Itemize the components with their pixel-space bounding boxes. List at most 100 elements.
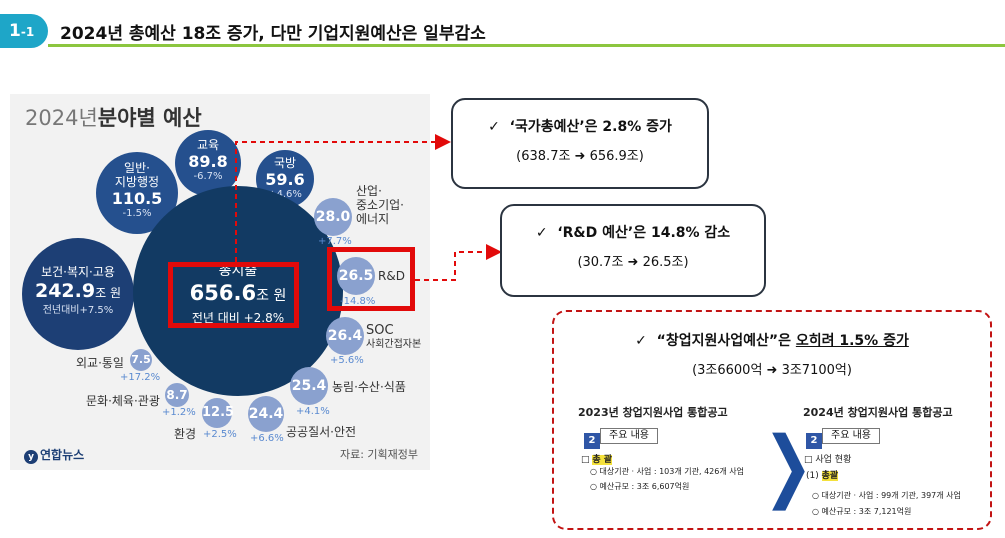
callout-rnd-term: ‘R&D 예산’	[557, 225, 634, 241]
callout-rnd-budget: ✓ ‘R&D 예산’은 14.8% 감소 (30.7조 ➜ 26.5조)	[500, 204, 766, 297]
callout-startup-budget: ✓ “창업지원사업예산”은 오히려 1.5% 증가 (3조6600억 ➜ 3조7…	[552, 310, 992, 530]
announcement-2024-title: 2024년 창업지원사업 통합공고	[803, 406, 953, 419]
bubble-change: -1.5%	[122, 208, 152, 219]
connector-rnd	[415, 244, 502, 281]
public-safety-change: +6.6%	[250, 433, 284, 444]
announcement-2023-line: ○ 대상기관 · 사업 : 103개 기관, 426개 사업	[590, 467, 744, 476]
total-unit: 조 원	[256, 288, 287, 304]
total-change: 전년 대비 +2.8%	[191, 311, 285, 325]
total-label: 총지출	[218, 263, 258, 279]
subsection-number: (1)	[806, 471, 822, 481]
bubble-value: 242.9	[34, 280, 96, 302]
rnd-label: R&D	[378, 269, 405, 283]
announcement-2023-title: 2023년 창업지원사업 통합공고	[578, 406, 728, 419]
section-heading: 사업 현황	[815, 455, 852, 465]
industry-label: 산업· 중소기업· 에너지	[356, 184, 404, 226]
agriculture-label: 농림·수산·식품	[332, 380, 406, 394]
industry-label-line: 산업·	[356, 184, 382, 198]
bubble-rnd: 26.5	[337, 257, 375, 295]
callout-startup-detail: (3조6600억 ➜ 3조7100억)	[692, 363, 852, 378]
callout-startup-change: 오히려 1.5% 증가	[795, 333, 909, 349]
industry-label-line: 중소기업·	[356, 198, 404, 212]
checkbox-glyph: □	[804, 455, 813, 465]
bubble-value: 59.6	[265, 170, 305, 189]
soc-label-line: SOC	[366, 323, 394, 338]
callout-national-term: ‘국가총예산’	[509, 119, 585, 135]
bubble-culture: 8.7	[165, 383, 189, 407]
environment-change: +2.5%	[203, 429, 237, 440]
bubble-change: -6.7%	[193, 171, 223, 182]
callout-rnd-change: 은 14.8% 감소	[633, 225, 731, 241]
public-safety-label: 공공질서·안전	[286, 425, 357, 439]
section-subnumber: -1	[20, 25, 35, 39]
bubble-public-safety: 24.4	[248, 396, 284, 432]
callout-national-detail: (638.7조 ➜ 656.9조)	[516, 149, 644, 164]
soc-label-line: 사회간접자본	[366, 339, 422, 350]
yonhap-logo-icon: y	[24, 450, 38, 464]
soc-change: +5.6%	[330, 355, 364, 366]
bubble-foreign-affairs: 7.5	[130, 349, 152, 371]
callout-startup-headline: ✓ “창업지원사업예산”은 오히려 1.5% 증가	[554, 330, 990, 350]
section-badge: 1-1	[0, 14, 48, 48]
rnd-change: -14.8%	[340, 296, 376, 307]
yonhap-logo-text: 연합뉴스	[40, 448, 85, 462]
industry-label-line: 에너지	[356, 212, 390, 226]
total-spending: 총지출 656.6조 원 전년 대비 +2.8%	[173, 260, 303, 326]
callout-national-budget: ✓ ‘국가총예산’은 2.8% 증가 (638.7조 ➜ 656.9조)	[451, 98, 709, 189]
total-highlight-box	[168, 262, 299, 328]
bubble-industry: 28.0	[314, 198, 352, 236]
callout-rnd-detail: (30.7조 ➜ 26.5조)	[577, 255, 689, 270]
industry-change: +7.7%	[318, 236, 352, 247]
chevron-right-icon: ❯	[763, 420, 814, 512]
bubble-education: 교육 89.8 -6.7%	[175, 130, 241, 196]
announcement-2024-line: ○ 대상기관 · 사업 : 99개 기관, 397개 사업	[812, 491, 961, 500]
check-icon: ✓	[535, 225, 548, 241]
bubble-value: 110.5	[111, 189, 163, 208]
section-number: 1	[9, 21, 21, 41]
bubble-label: 지방행정	[114, 175, 160, 189]
announcement-2024-section: □ 사업 현황	[804, 452, 851, 465]
agriculture-change: +4.1%	[296, 406, 330, 417]
rnd-highlight-box	[327, 247, 415, 311]
section-heading: 총 괄	[592, 455, 613, 465]
callout-national-change: 은 2.8% 증가	[584, 119, 672, 135]
callout-startup-term: “창업지원사업예산”	[656, 333, 779, 349]
foreign-affairs-change: +17.2%	[120, 372, 161, 383]
bubble-agriculture: 25.4	[290, 367, 328, 405]
bubble-welfare: 보건·복지·고용 242.9조 원 전년대비+7.5%	[22, 238, 134, 350]
bubble-value: 89.8	[188, 152, 228, 171]
infographic-title-main: 분야별 예산	[97, 106, 202, 130]
connector-national	[235, 134, 451, 262]
tag-label: 주요 내용	[600, 428, 658, 444]
announcement-2024-line: ○ 예산규모 : 3조 7,121억원	[812, 507, 912, 516]
callout-national-headline: ✓ ‘국가총예산’은 2.8% 증가	[453, 116, 707, 136]
bubble-label: 교육	[196, 138, 220, 152]
bubble-environment: 12.5	[202, 398, 234, 428]
announcement-2023-section: □ 총 괄	[581, 452, 613, 465]
check-icon: ✓	[635, 333, 647, 349]
culture-change: +1.2%	[162, 407, 196, 418]
source-note: 자료: 기획재정부	[339, 448, 418, 461]
page-title: 2024년 총예산 18조 증가, 다만 기업지원예산은 일부감소	[60, 24, 486, 44]
bubble-label: 일반·	[124, 161, 150, 175]
infographic-title: 2024년분야별 예산	[25, 102, 202, 132]
check-icon: ✓	[488, 119, 500, 135]
total-value-line: 656.6조 원	[173, 280, 303, 309]
bubble-unit: 조 원	[95, 286, 121, 300]
callout-rnd-headline: ✓ ‘R&D 예산’은 14.8% 감소	[502, 222, 764, 242]
callout-startup-particle: 은	[778, 333, 796, 349]
bubble-change: 전년대비+7.5%	[42, 305, 114, 316]
announcement-2023-line: ○ 예산규모 : 3조 6,607억원	[590, 482, 690, 491]
tag-number: 2	[806, 433, 822, 449]
bubble-value-line: 242.9조 원	[22, 279, 134, 305]
bubble-change: +4.6%	[268, 189, 302, 200]
foreign-affairs-label: 외교·통일	[76, 356, 124, 370]
culture-label: 문화·체육·관광	[86, 394, 160, 408]
bubble-soc: 26.4	[326, 317, 364, 355]
subsection-heading: 총괄	[821, 471, 839, 481]
infographic-title-year: 2024년	[25, 106, 98, 130]
bubble-label: 보건·복지·고용	[41, 265, 115, 279]
